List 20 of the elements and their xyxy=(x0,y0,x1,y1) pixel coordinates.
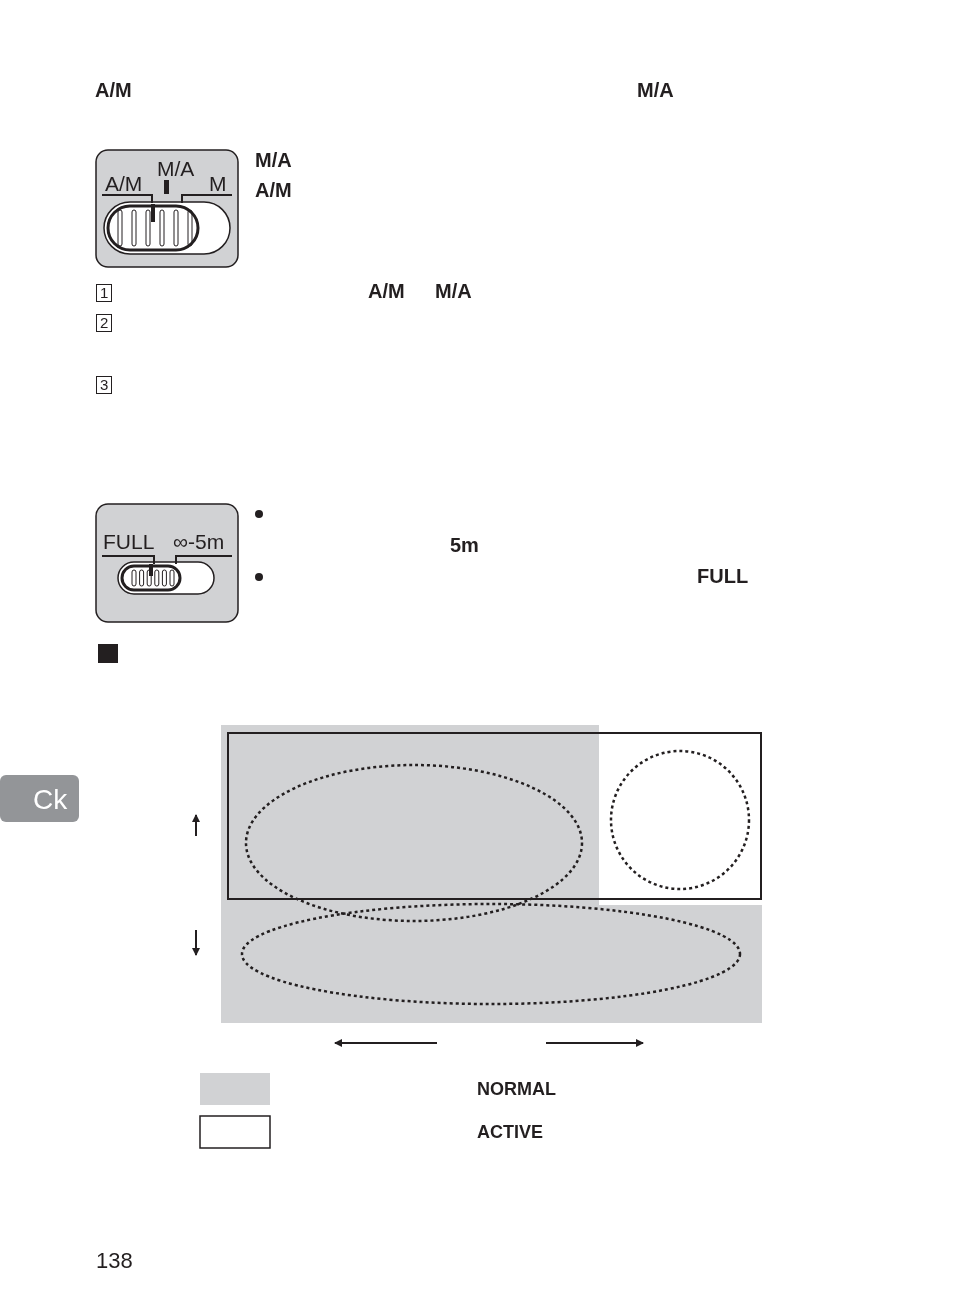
side-tab-label: Ck xyxy=(33,786,68,814)
legend-label: NORMAL xyxy=(477,1080,556,1098)
switch-label: M/A xyxy=(157,158,195,179)
switch-label: A/M xyxy=(105,173,143,194)
option-label: A/M xyxy=(255,180,292,200)
distance-label: 5m xyxy=(450,535,479,555)
heading-label: M/A xyxy=(637,80,674,100)
switch-label: M xyxy=(209,173,227,194)
switch-label: FULL xyxy=(103,531,155,552)
step-number: 1 xyxy=(96,284,113,302)
option-label: M/A xyxy=(255,150,292,170)
page-number: 138 xyxy=(96,1250,133,1272)
step-number: 2 xyxy=(96,314,113,332)
mode-label: FULL xyxy=(697,566,749,586)
mode-label: A/M xyxy=(368,281,405,301)
legend-label: ACTIVE xyxy=(477,1123,543,1141)
mode-label: M/A xyxy=(435,281,472,301)
heading-label: A/M xyxy=(95,80,132,100)
switch-label: ∞-5m xyxy=(173,531,225,552)
step-number: 3 xyxy=(96,376,113,394)
